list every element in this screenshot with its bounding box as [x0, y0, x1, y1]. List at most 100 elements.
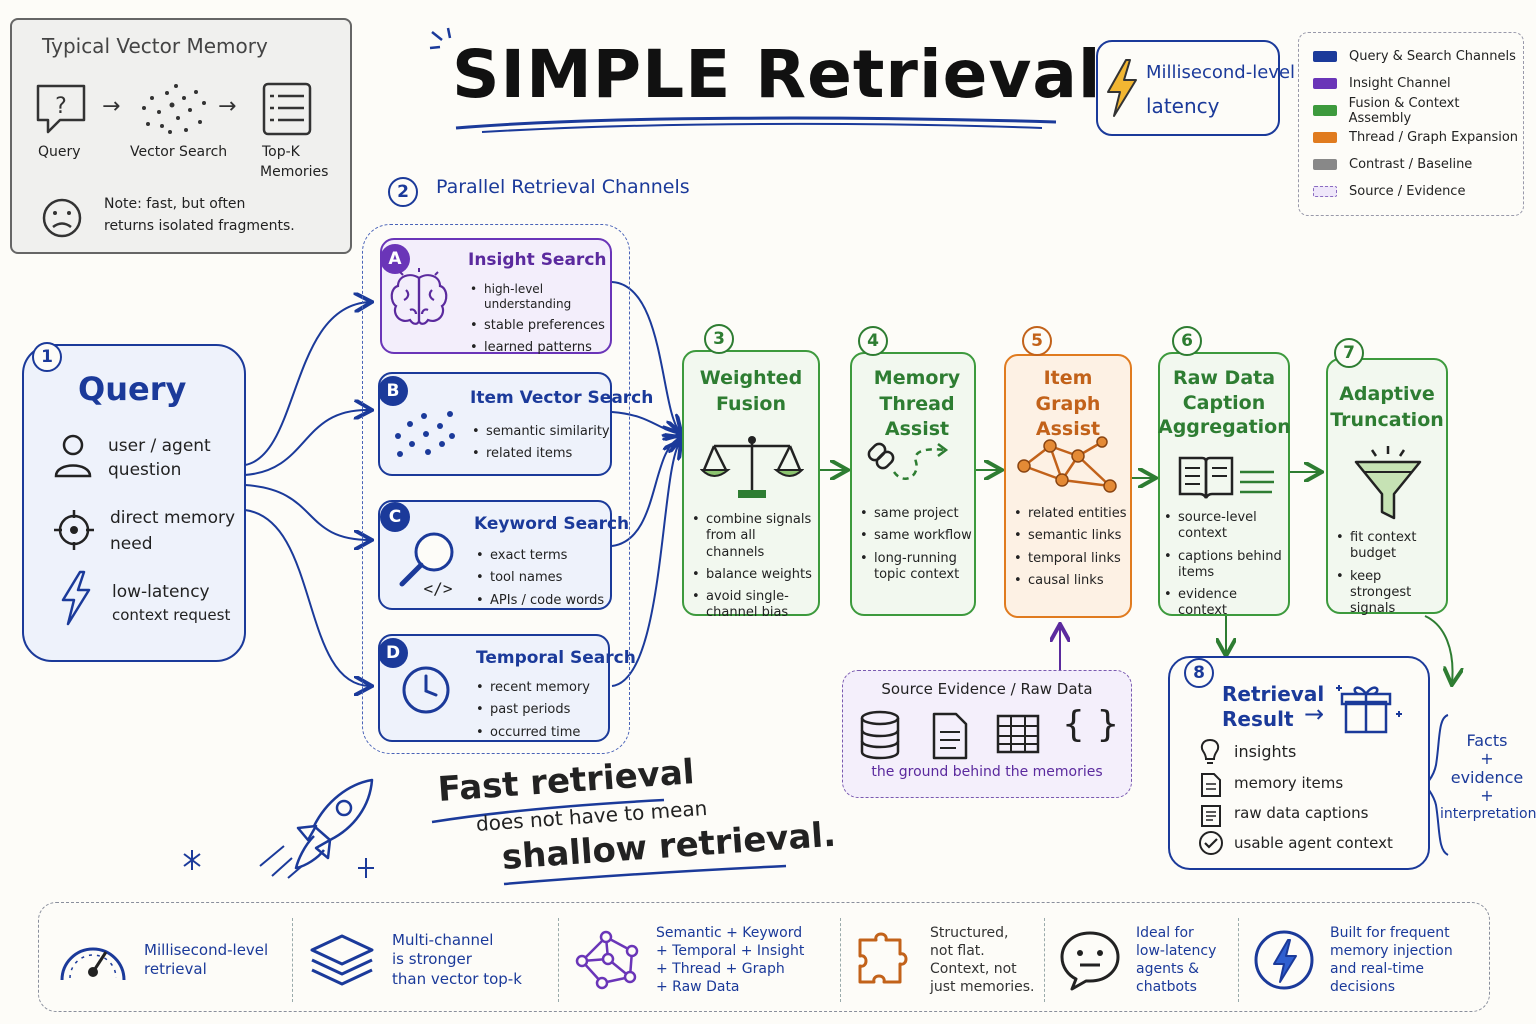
- benefit-text: Semantic + Keyword+ Temporal + Insight+ …: [656, 924, 805, 996]
- list-item: learned patterns: [470, 340, 610, 357]
- puzzle-icon: [858, 932, 908, 984]
- query-item-3-l1: low-latency: [112, 582, 210, 602]
- latency-line1: Millisecond-level: [1146, 62, 1296, 83]
- vector-scatter-icon: [142, 84, 206, 134]
- result-item-insights: insights: [1234, 742, 1297, 761]
- query-item-2-l1: direct memory: [110, 508, 236, 528]
- slogan-underline: [431, 798, 665, 824]
- list-item: APIs / code words: [476, 593, 612, 610]
- list-item: captions behind items: [1164, 549, 1284, 582]
- list-item: temporal links: [1014, 551, 1130, 568]
- typical-note-line2: returns isolated fragments.: [104, 218, 295, 234]
- channel-a-title: Insight Search: [468, 250, 607, 270]
- result-item-memory-items: memory items: [1234, 774, 1344, 792]
- list-item: occurred time: [476, 725, 610, 742]
- lightbulb-icon: [1200, 738, 1220, 764]
- query-item-1-l2: question: [108, 460, 182, 480]
- divider: [558, 918, 559, 1002]
- stage-7-bullets: fit context budget keep strongest signal…: [1336, 530, 1446, 623]
- table-icon: [996, 714, 1040, 754]
- chat-icon: [1060, 931, 1120, 991]
- legend-item-contrast: Contrast / Baseline: [1313, 151, 1523, 178]
- list-item: same project: [860, 506, 974, 523]
- typical-flow-topk: Top-K: [262, 144, 300, 160]
- sparkle-icon: [429, 27, 452, 50]
- bottom-benefits-strip: [38, 902, 1490, 1012]
- latency-line2: latency: [1146, 94, 1220, 118]
- layers-icon: [310, 934, 374, 986]
- channel-letter-c: C: [380, 502, 410, 532]
- channels-group: [362, 224, 630, 754]
- query-item-2-l2: need: [110, 534, 153, 554]
- channel-c-title: Keyword Search: [474, 514, 630, 534]
- legend-item-source: Source / Evidence: [1313, 178, 1523, 205]
- channel-c-bullets: exact terms tool names APIs / code words: [476, 548, 612, 615]
- step-number-8: 8: [1184, 658, 1214, 688]
- divider: [1044, 918, 1045, 1002]
- step-number-2: 2: [388, 177, 418, 207]
- step-number-6: 6: [1172, 326, 1202, 356]
- arrow-query-to-c: [244, 484, 370, 540]
- list-item: tool names: [476, 570, 612, 587]
- braces-icon: { }: [1062, 704, 1120, 745]
- user-icon: [54, 434, 92, 478]
- list-item: source-level context: [1164, 510, 1284, 543]
- divider: [840, 918, 841, 1002]
- title-underline: [455, 116, 1057, 133]
- svg-text:?: ?: [55, 94, 67, 119]
- document-icon: [932, 712, 968, 760]
- step-number-7: 7: [1334, 338, 1364, 368]
- arrow-query-to-b: [244, 410, 370, 476]
- lightning-icon: [1107, 59, 1137, 117]
- step-number-1: 1: [32, 342, 62, 372]
- lightning-icon: [61, 570, 91, 626]
- legend-swatch: [1313, 186, 1337, 197]
- typical-title: Typical Vector Memory: [42, 34, 268, 58]
- speedometer-icon: [60, 947, 126, 981]
- channels-header: Parallel Retrieval Channels: [436, 176, 690, 198]
- channel-d-bullets: recent memory past periods occurred time: [476, 680, 610, 747]
- legend-item-insight: Insight Channel: [1313, 70, 1523, 97]
- caption-list-icon: [1201, 805, 1221, 827]
- database-icon: [860, 710, 900, 760]
- arrow-query-to-a: [244, 302, 370, 466]
- funnel-icon: [1354, 446, 1422, 520]
- list-item: stable preferences: [470, 318, 610, 335]
- query-item-1-l1: user / agent: [108, 436, 211, 456]
- list-document-icon: [262, 82, 312, 136]
- rocket-icon: [183, 778, 374, 879]
- list-item: related entities: [1014, 506, 1130, 523]
- check-circle-icon: [1199, 831, 1223, 855]
- link-thread-icon: [867, 442, 949, 480]
- list-item: recent memory: [476, 680, 610, 697]
- slogan-underline: [503, 864, 787, 886]
- list-item: evidence context: [1164, 587, 1284, 620]
- channel-b-title: Item Vector Search: [470, 388, 654, 408]
- svg-text:</>: </>: [424, 579, 453, 598]
- divider: [1238, 918, 1239, 1002]
- book-caption-icon: [1178, 456, 1274, 499]
- list-item: same workflow: [860, 528, 974, 545]
- stage-6-bullets: source-level context captions behind ite…: [1164, 510, 1284, 626]
- typical-note-line1: Note: fast, but often: [104, 196, 246, 212]
- balance-scale-icon: [700, 436, 804, 498]
- step-number-3: 3: [704, 324, 734, 354]
- legend-item-fusion: Fusion & Context Assembly: [1313, 96, 1523, 126]
- arrow-b-to-fusion: [611, 411, 680, 434]
- channel-b-bullets: semantic similarity related items: [472, 424, 612, 469]
- source-evidence-title: Source Evidence / Raw Data: [881, 680, 1093, 698]
- legend-item-query-search: Query & Search Channels: [1313, 43, 1523, 70]
- channel-letter-a: A: [380, 244, 410, 274]
- legend-swatch: [1313, 105, 1337, 116]
